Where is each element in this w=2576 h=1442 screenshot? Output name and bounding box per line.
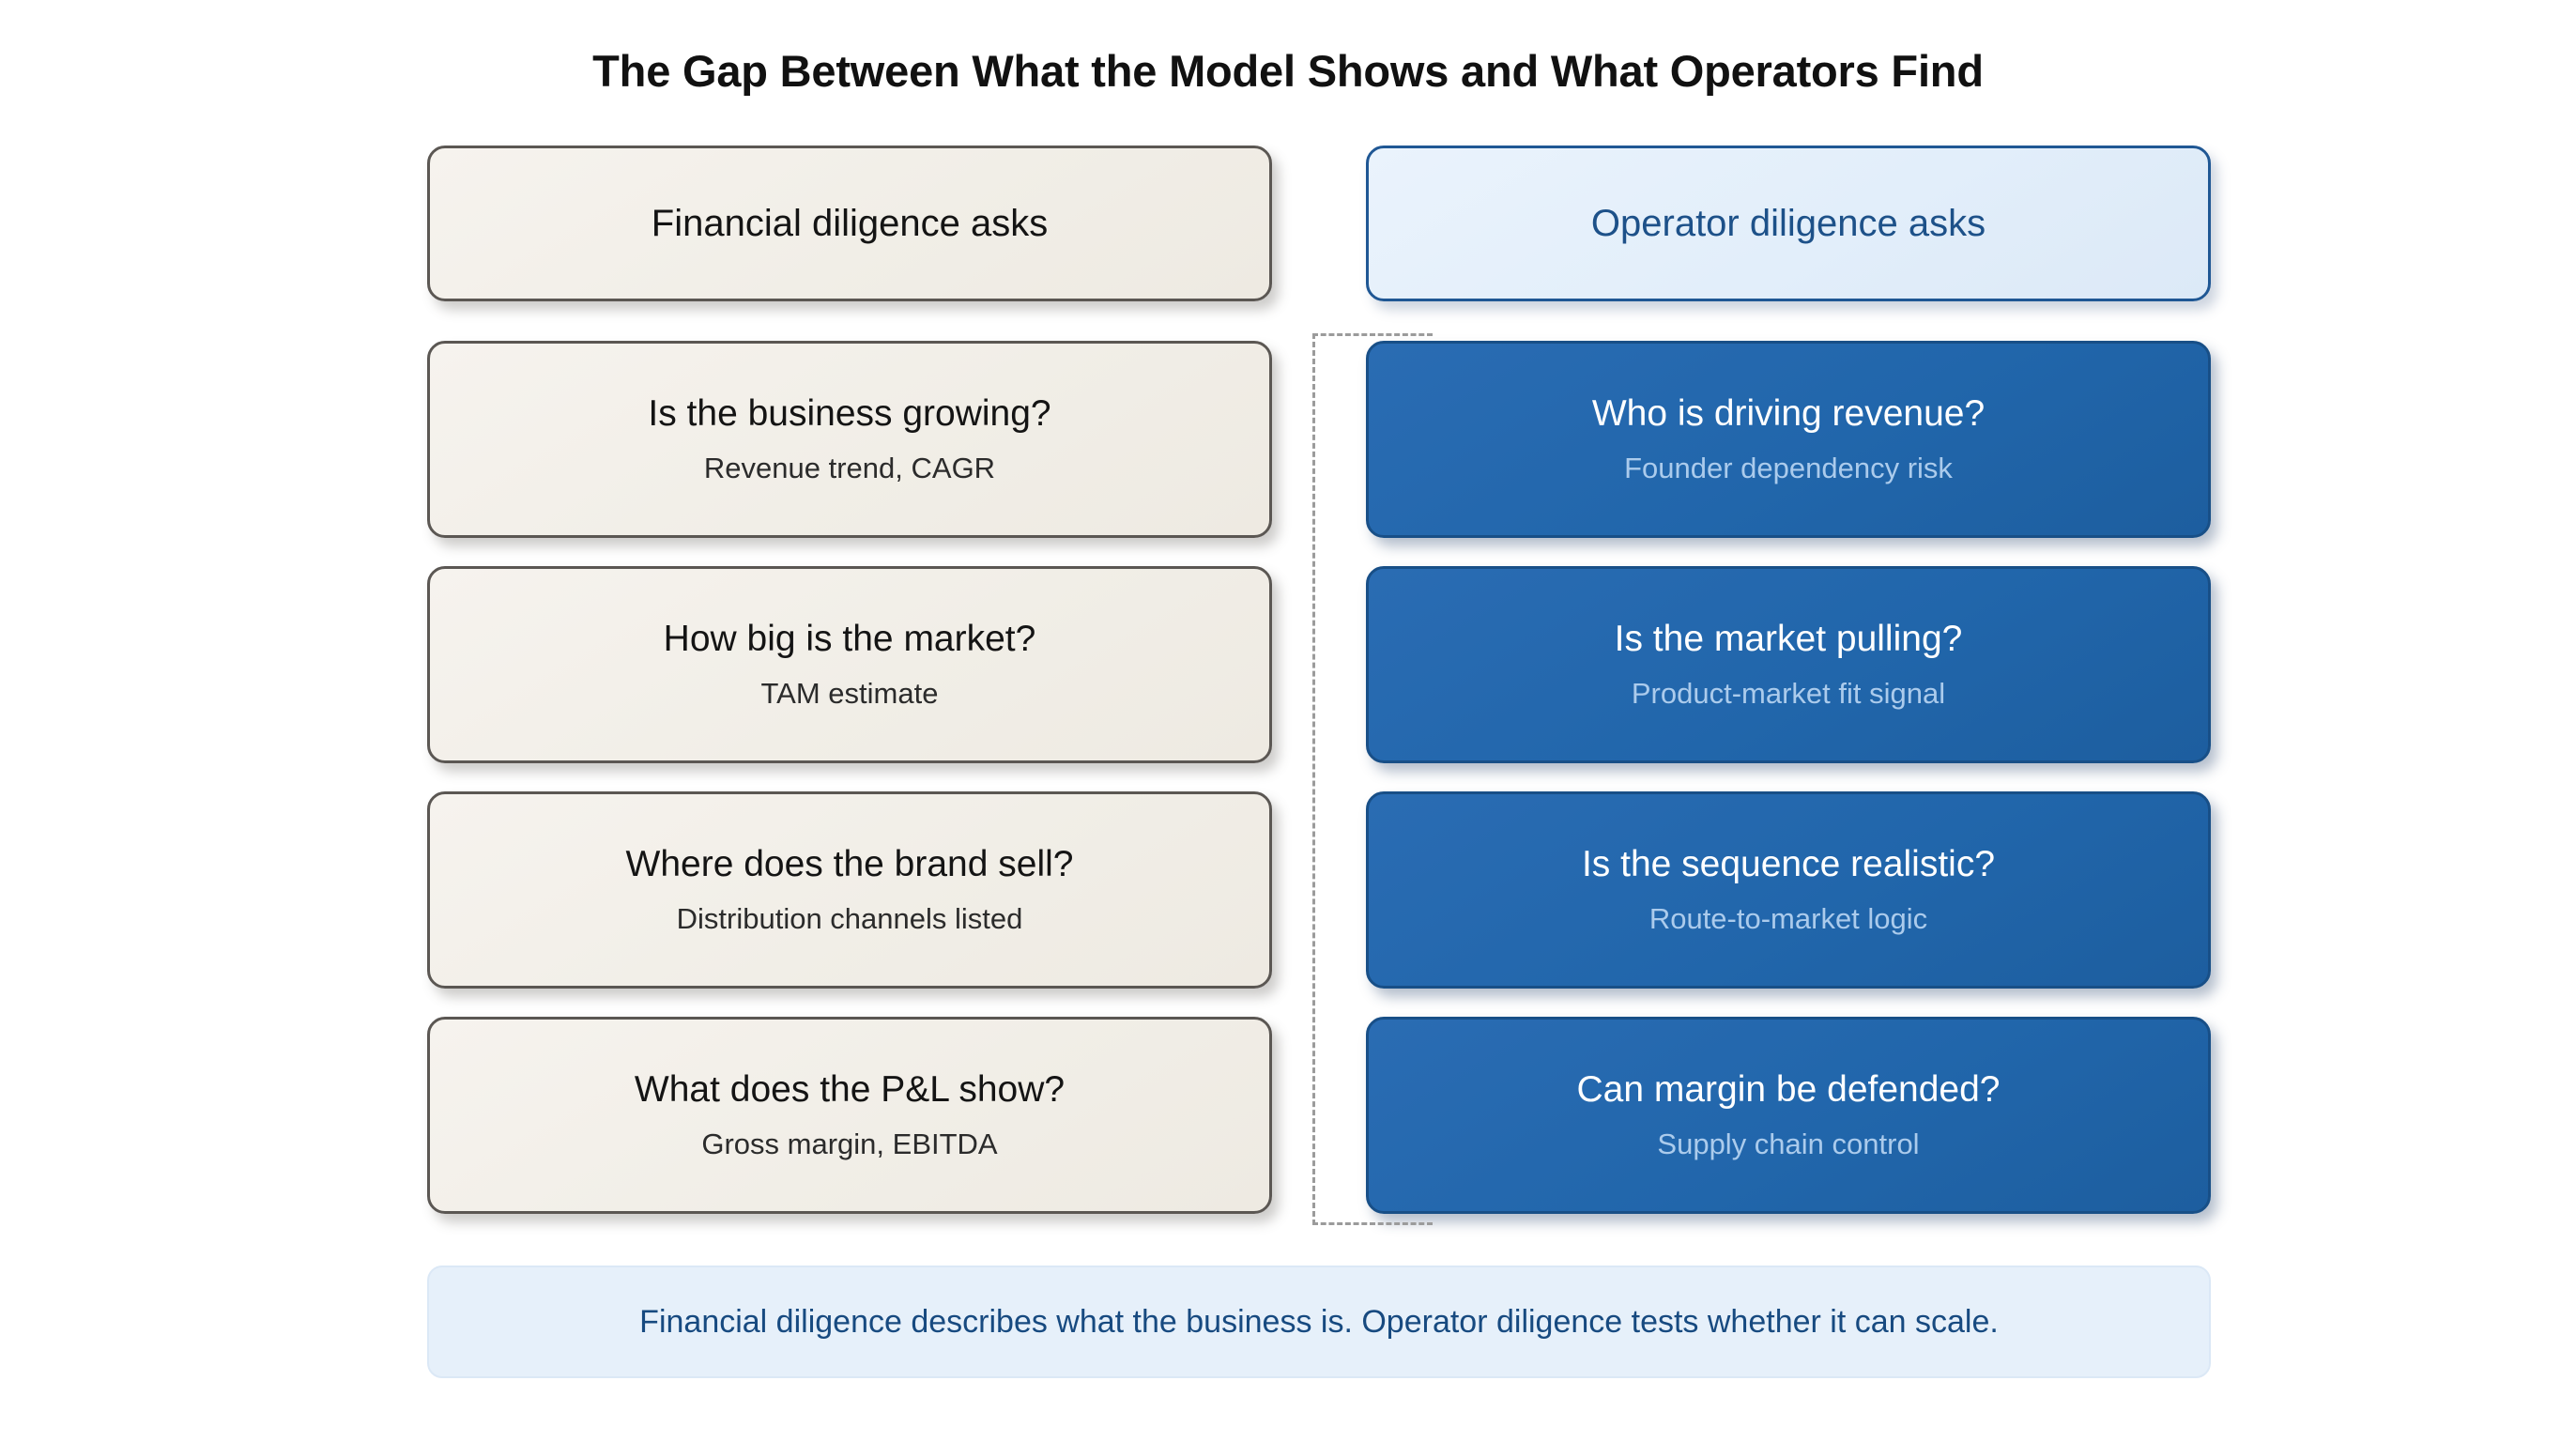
card-operator-1[interactable]: Who is driving revenue? Founder dependen… [1366,341,2211,538]
column-financial-diligence: Financial diligence asks Is the business… [427,146,1272,1242]
column-operator-diligence: Operator diligence asks Who is driving r… [1366,146,2211,1242]
card-financial-3-subtitle: Distribution channels listed [676,902,1023,936]
card-financial-2-subtitle: TAM estimate [760,677,939,711]
comparison-board: Financial diligence asks Is the business… [427,146,2211,1253]
card-financial-4-title: What does the P&L show? [634,1068,1066,1110]
card-operator-4-subtitle: Supply chain control [1657,1128,1920,1161]
column-header-financial-label: Financial diligence asks [651,202,1049,244]
card-financial-1-title: Is the business growing? [648,392,1051,434]
card-operator-3-title: Is the sequence realistic? [1581,843,1996,884]
card-financial-3-title: Where does the brand sell? [625,843,1074,884]
card-operator-2-subtitle: Product-market fit signal [1631,677,1946,711]
card-financial-4[interactable]: What does the P&L show? Gross margin, EB… [427,1017,1272,1214]
page-title: The Gap Between What the Model Shows and… [592,46,1984,96]
card-operator-3[interactable]: Is the sequence realistic? Route-to-mark… [1366,791,2211,989]
column-header-operator-label: Operator diligence asks [1590,202,1986,244]
card-financial-4-subtitle: Gross margin, EBITDA [701,1128,998,1161]
column-header-financial: Financial diligence asks [427,146,1272,301]
card-operator-3-subtitle: Route-to-market logic [1648,902,1928,936]
card-financial-2[interactable]: How big is the market? TAM estimate [427,566,1272,763]
card-financial-1[interactable]: Is the business growing? Revenue trend, … [427,341,1272,538]
column-header-operator: Operator diligence asks [1366,146,2211,301]
card-financial-3[interactable]: Where does the brand sell? Distribution … [427,791,1272,989]
card-operator-4[interactable]: Can margin be defended? Supply chain con… [1366,1017,2211,1214]
card-operator-1-title: Who is driving revenue? [1591,392,1986,434]
card-financial-1-subtitle: Revenue trend, CAGR [703,452,996,485]
card-operator-2[interactable]: Is the market pulling? Product-market fi… [1366,566,2211,763]
summary-banner: Financial diligence describes what the b… [427,1266,2211,1378]
card-operator-4-title: Can margin be defended? [1576,1068,2001,1110]
summary-banner-text: Financial diligence describes what the b… [639,1303,1999,1340]
card-operator-1-subtitle: Founder dependency risk [1624,452,1953,485]
card-operator-2-title: Is the market pulling? [1614,618,1963,659]
card-financial-2-title: How big is the market? [663,618,1036,659]
